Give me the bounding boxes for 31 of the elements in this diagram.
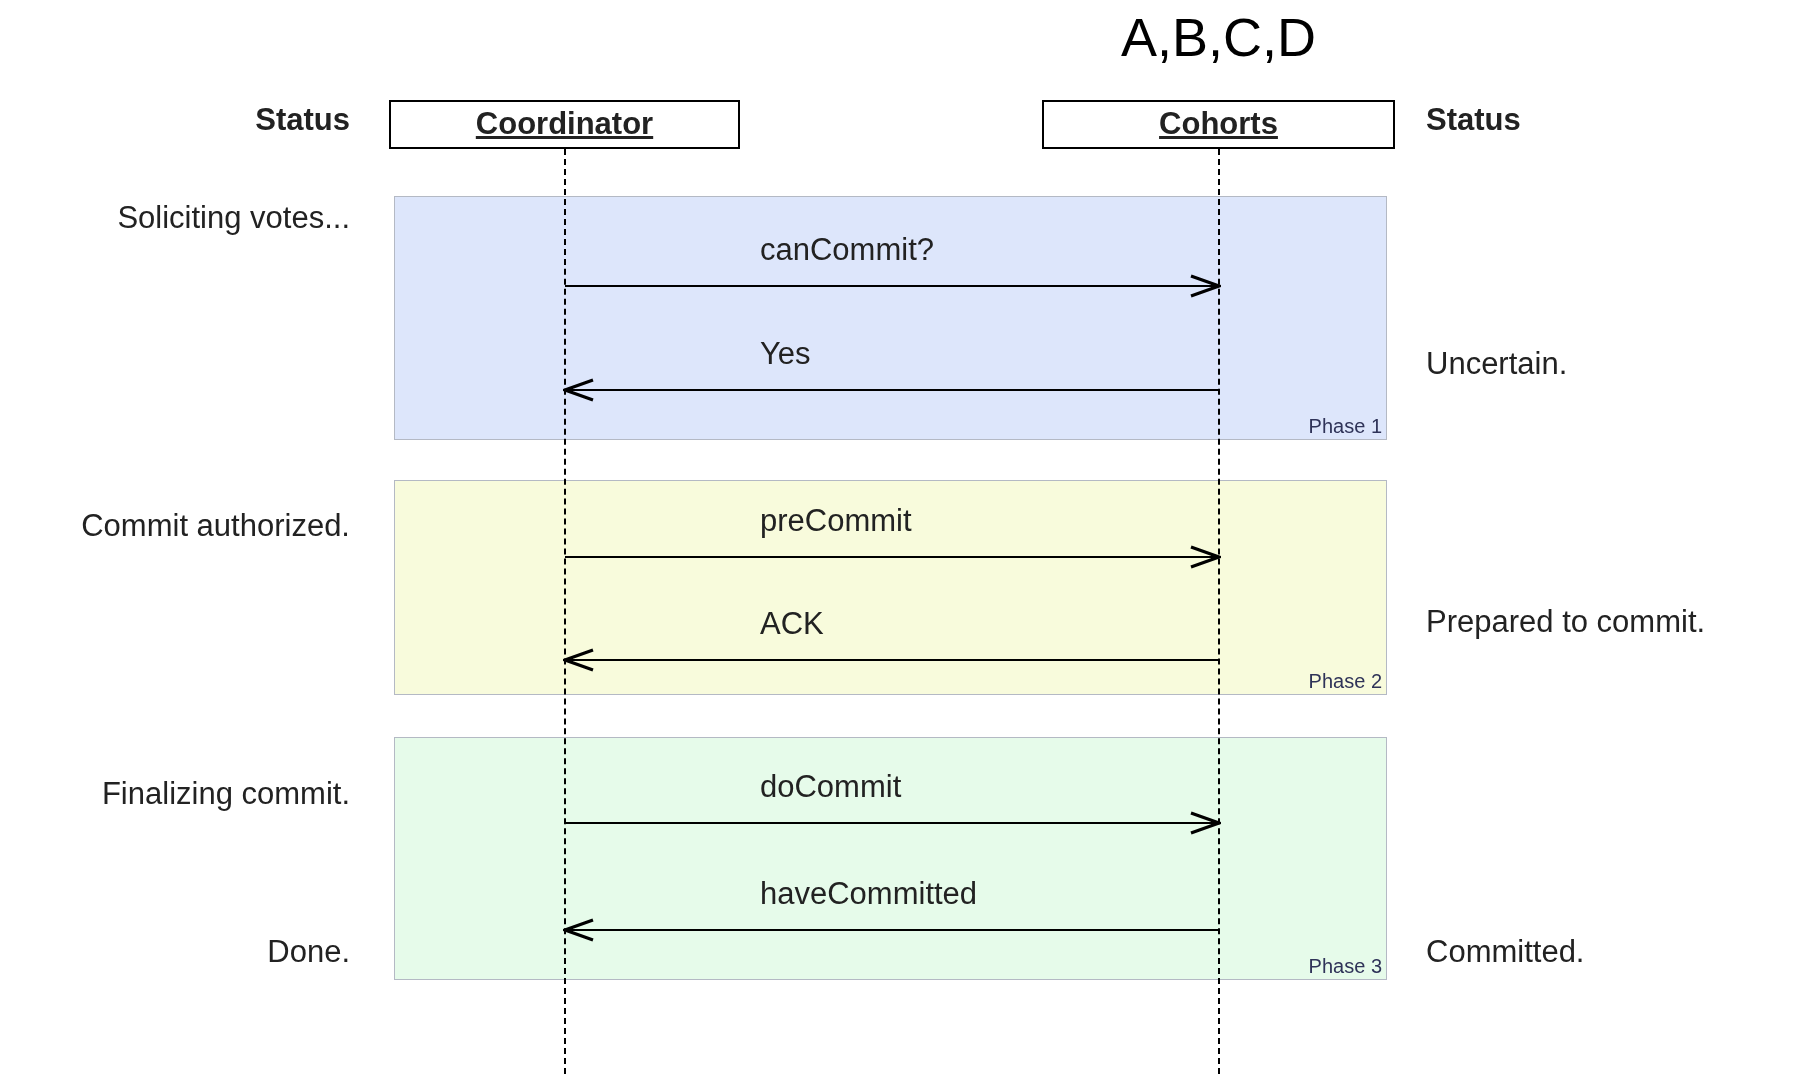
status-text: Committed. [1426,936,1585,967]
message-arrow [563,378,1220,402]
message-label: preCommit [760,505,912,536]
message-arrow [564,545,1221,569]
status-text: Uncertain. [1426,348,1568,379]
status-text: Done. [267,936,350,967]
message-label: canCommit? [760,234,934,265]
lifeline [564,149,566,1074]
actor-box [389,100,740,149]
status-text: Prepared to commit. [1426,606,1706,637]
phase-label: Phase 1 [1308,416,1382,436]
status-text: Soliciting votes... [117,202,350,233]
lifeline [1218,149,1220,1074]
actor-box [1042,100,1395,149]
phase-label: Phase 2 [1308,671,1382,691]
message-arrow [564,811,1221,835]
column-header: Status [1426,104,1521,135]
message-label: Yes [760,338,811,369]
actor-name: Coordinator [475,105,654,144]
message-arrow [564,274,1221,298]
message-arrow [563,918,1220,942]
message-arrow [563,648,1220,672]
participants-note: A,B,C,D [1121,10,1316,64]
message-label: haveCommitted [760,878,978,909]
message-label: doCommit [760,771,902,802]
message-label: ACK [760,608,824,639]
column-header: Status [255,104,350,135]
status-text: Commit authorized. [81,510,350,541]
phase-label: Phase 3 [1308,956,1382,976]
status-text: Finalizing commit. [101,778,350,809]
actor-name: Cohorts [1159,105,1278,144]
